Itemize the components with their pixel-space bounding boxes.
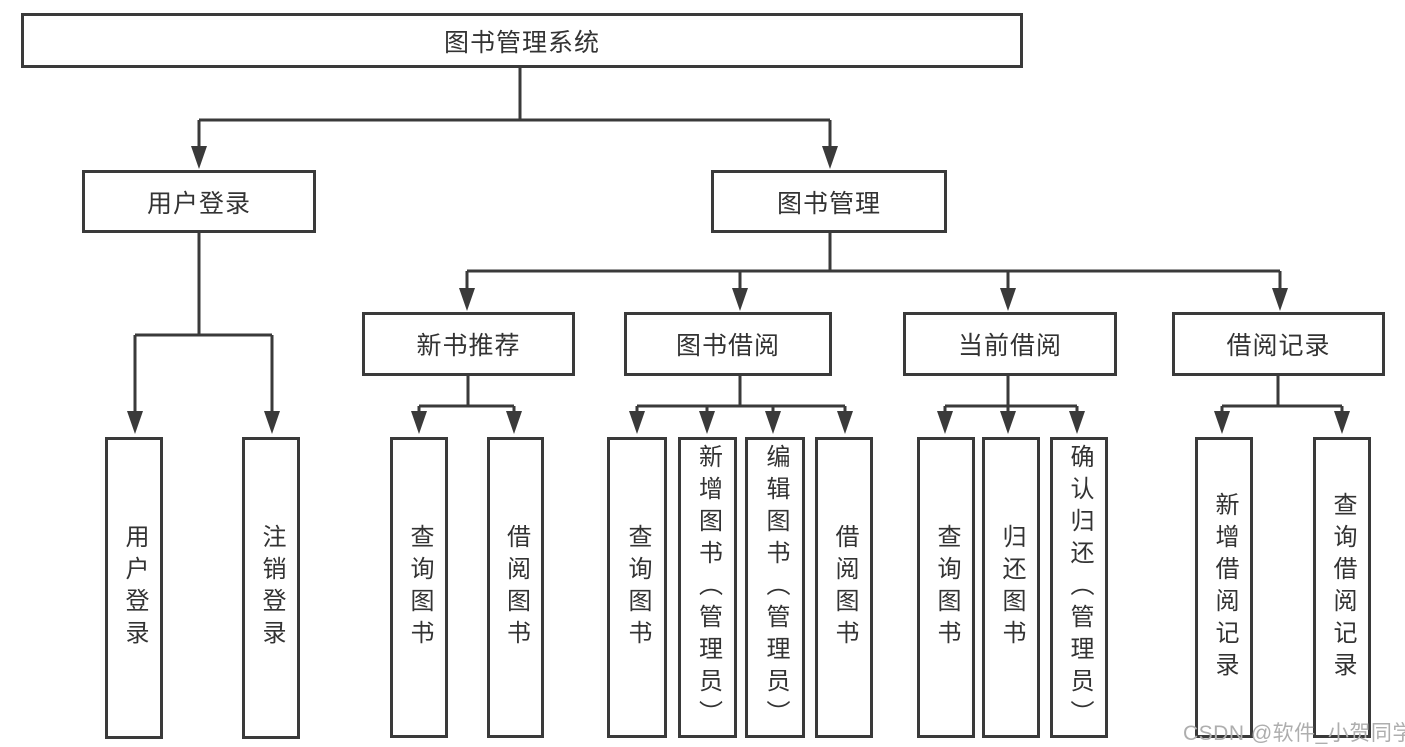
leaf-rec-borrow-books: 借阅图书 bbox=[487, 437, 544, 738]
node-label: 查询图书 bbox=[624, 523, 651, 652]
node-label: 新增图书（管理员） bbox=[694, 443, 722, 732]
leaf-borrow-query-books: 查询图书 bbox=[607, 437, 667, 738]
node-label: 图书借阅 bbox=[675, 332, 780, 360]
node-label: 当前借阅 bbox=[957, 332, 1062, 360]
node-new-book-recommendation: 新书推荐 bbox=[362, 312, 575, 376]
leaf-current-confirm-return-admin: 确认归还（管理员） bbox=[1050, 437, 1108, 738]
node-label: 用户登录 bbox=[146, 189, 251, 218]
leaf-current-query-books: 查询图书 bbox=[917, 437, 975, 738]
leaf-records-add: 新增借阅记录 bbox=[1195, 437, 1253, 738]
node-label: 图书管理系统 bbox=[443, 28, 600, 57]
node-book-borrowing: 图书借阅 bbox=[624, 312, 832, 376]
node-label: 查询图书 bbox=[406, 523, 433, 652]
node-label: 归还图书 bbox=[998, 523, 1025, 652]
node-user-login-branch: 用户登录 bbox=[82, 170, 316, 233]
leaf-rec-query-books: 查询图书 bbox=[390, 437, 448, 738]
node-label: 借阅记录 bbox=[1226, 332, 1331, 360]
node-label: 借阅图书 bbox=[831, 523, 858, 652]
node-label: 查询图书 bbox=[933, 523, 960, 652]
node-label: 新书推荐 bbox=[416, 332, 521, 360]
node-label: 借阅图书 bbox=[502, 523, 530, 652]
node-label: 编辑图书（管理员） bbox=[762, 443, 789, 732]
leaf-user-login: 用户登录 bbox=[105, 437, 163, 739]
leaf-borrow-borrow-books: 借阅图书 bbox=[815, 437, 873, 738]
node-label: 用户登录 bbox=[121, 524, 148, 652]
node-label: 图书管理 bbox=[776, 189, 881, 218]
leaf-current-return-book: 归还图书 bbox=[982, 437, 1040, 738]
node-root-system: 图书管理系统 bbox=[21, 13, 1023, 68]
node-label: 新增借阅记录 bbox=[1211, 491, 1238, 684]
node-book-management-branch: 图书管理 bbox=[711, 170, 947, 233]
node-label: 注销登录 bbox=[258, 524, 285, 652]
node-borrowing-records: 借阅记录 bbox=[1172, 312, 1385, 376]
node-label: 确认归还（管理员） bbox=[1066, 443, 1093, 732]
watermark: CSDN @软件_小贺同学 bbox=[1183, 722, 1405, 745]
leaf-borrow-add-book-admin: 新增图书（管理员） bbox=[678, 437, 737, 738]
leaf-logout: 注销登录 bbox=[242, 437, 300, 739]
node-current-borrowing: 当前借阅 bbox=[903, 312, 1117, 376]
leaf-borrow-edit-book-admin: 编辑图书（管理员） bbox=[745, 437, 805, 738]
leaf-records-query: 查询借阅记录 bbox=[1313, 437, 1371, 738]
node-label: 查询借阅记录 bbox=[1329, 491, 1356, 684]
